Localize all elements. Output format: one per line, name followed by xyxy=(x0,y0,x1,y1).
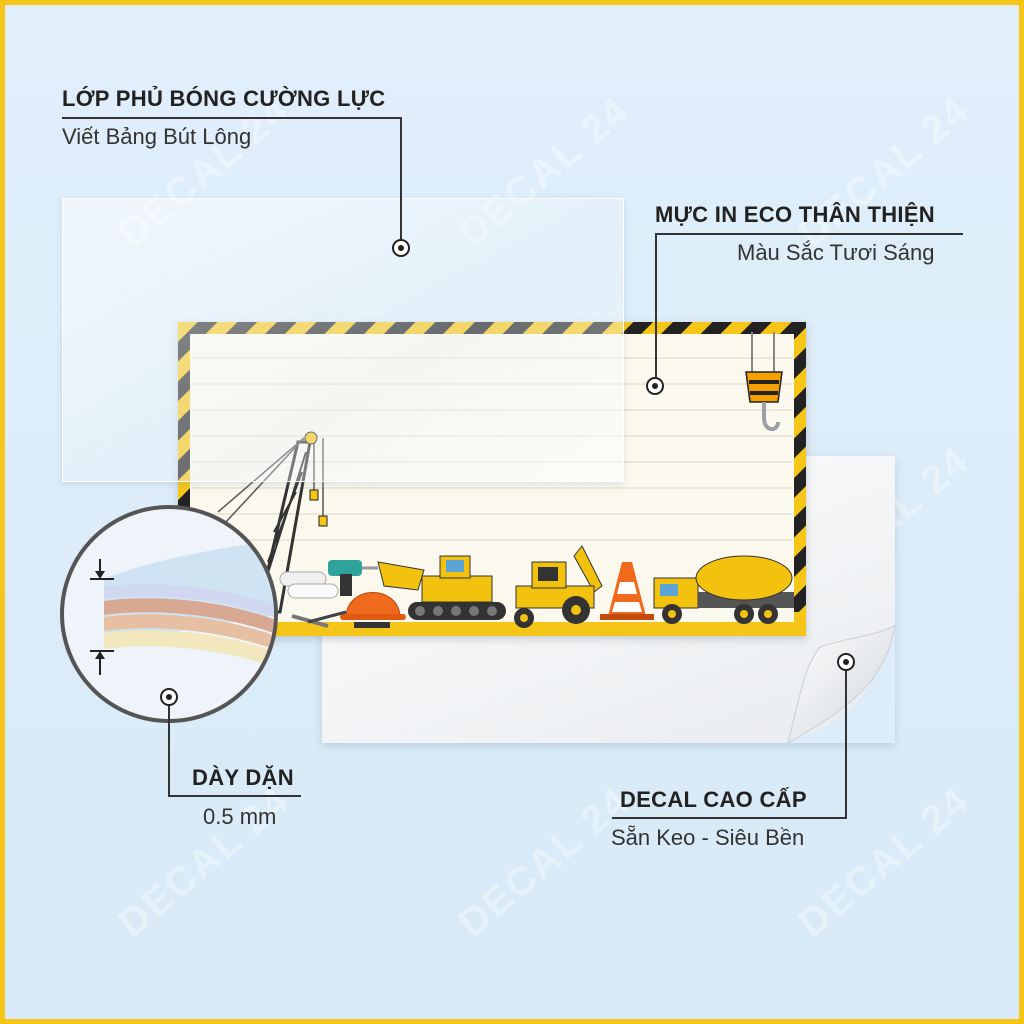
gloss-subtitle: Viết Bảng Bút Lông xyxy=(62,124,252,149)
thickness-leader-h xyxy=(168,795,301,797)
decal-subtitle: Sẵn Keo - Siêu Bền xyxy=(611,825,805,850)
hard-hat-icon xyxy=(340,592,406,620)
ink-subtitle: Màu Sắc Tươi Sáng xyxy=(737,240,935,265)
drill-icon xyxy=(328,560,378,596)
blueprint-rolls xyxy=(279,571,339,599)
decal-title: DECAL CAO CẤP xyxy=(620,787,807,812)
gloss-leader-v xyxy=(400,117,402,239)
bulldozer-icon xyxy=(377,555,506,620)
decal-leader-h xyxy=(612,817,847,819)
traffic-cone-icon xyxy=(600,562,654,620)
ink-marker-icon xyxy=(646,377,664,395)
gloss-coating-layer xyxy=(62,198,624,482)
loader-icon xyxy=(514,545,603,628)
gloss-leader-h xyxy=(62,117,402,119)
decal-leader-v xyxy=(845,671,847,817)
hook-icon xyxy=(745,332,783,431)
thickness-magnifier xyxy=(60,505,278,723)
thickness-marker-icon xyxy=(160,688,178,706)
thickness-leader-v xyxy=(168,706,170,796)
decal-marker-icon xyxy=(837,653,855,671)
gloss-title: LỚP PHỦ BÓNG CƯỜNG LỰC xyxy=(62,86,386,111)
tools-icon xyxy=(291,610,390,628)
thickness-title: DÀY DẶN xyxy=(192,765,294,790)
ink-title: MỰC IN ECO THÂN THIỆN xyxy=(655,202,935,227)
ink-leader-h xyxy=(655,233,963,235)
ink-leader-v xyxy=(655,233,657,377)
thickness-subtitle: 0.5 mm xyxy=(203,804,277,829)
cement-mixer-icon xyxy=(653,555,794,624)
gloss-marker-icon xyxy=(392,239,410,257)
peeled-corner-icon xyxy=(780,625,896,745)
